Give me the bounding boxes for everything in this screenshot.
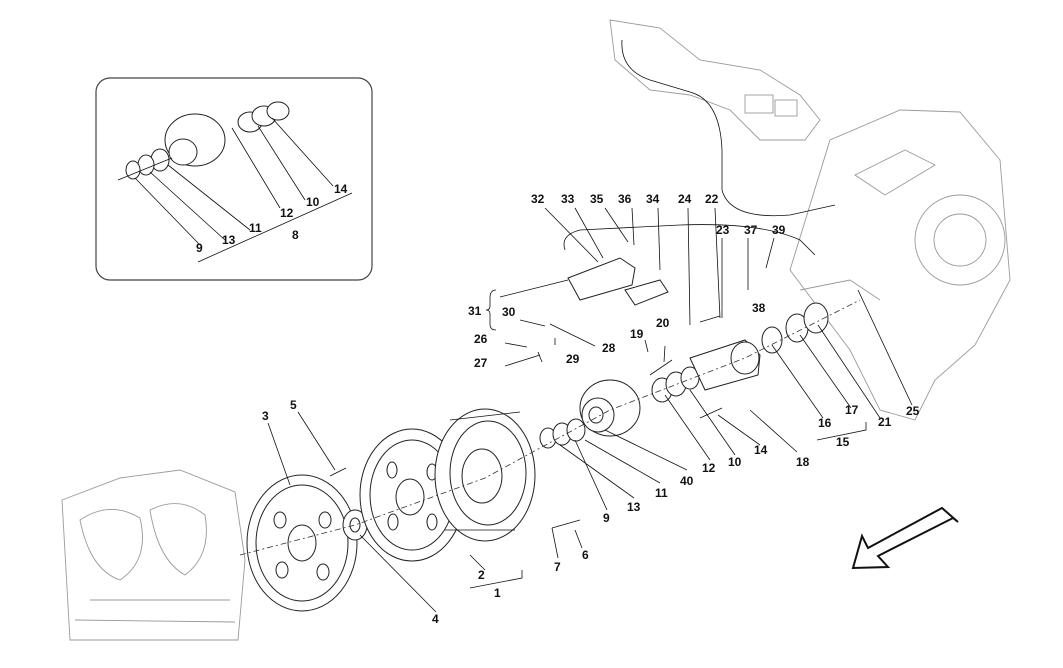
svg-text:13: 13 [222,233,236,247]
bracket-31 [485,289,497,331]
svg-text:29: 29 [566,352,580,366]
inset-detail-box [95,77,373,281]
svg-text:21: 21 [878,415,892,429]
svg-text:4: 4 [432,612,439,626]
bolts [329,315,723,529]
svg-text:31: 31 [468,304,482,318]
svg-text:27: 27 [474,356,488,370]
svg-text:17: 17 [845,403,859,417]
release-rings-set [539,418,586,449]
hydraulic-pipe [621,39,836,217]
centre-axis [239,299,861,556]
gearbox-housing-outline [789,109,1011,421]
svg-text:24: 24 [678,192,692,206]
actuator-bracket-outline [609,19,821,141]
svg-text:25: 25 [906,404,920,418]
flywheel-ring-gear [246,474,358,612]
svg-text:8: 8 [292,228,299,242]
svg-text:34: 34 [646,192,660,206]
hydraulic-pipe-lower [563,224,816,256]
o-rings [761,302,829,354]
svg-text:10: 10 [306,195,320,209]
svg-text:11: 11 [655,486,668,500]
svg-text:33: 33 [561,192,575,206]
svg-text:32: 32 [531,192,545,206]
svg-text:7: 7 [554,560,561,574]
svg-text:9: 9 [603,511,610,525]
svg-text:13: 13 [627,500,641,514]
svg-text:9: 9 [196,241,203,255]
svg-text:37: 37 [744,223,758,237]
svg-text:10: 10 [728,455,742,469]
svg-text:26: 26 [474,332,488,346]
release-bearing [579,379,641,437]
bracket-1 [469,570,523,589]
direction-arrow [851,506,959,570]
spacer-plate [342,509,368,541]
bearing-spacer-rings [651,366,700,403]
svg-text:5: 5 [290,398,297,412]
svg-text:38: 38 [752,301,766,315]
pressure-plate-cover [434,408,536,542]
bracket-15 [816,422,867,441]
svg-text:30: 30 [502,305,516,319]
svg-text:15: 15 [836,435,850,449]
inset-callouts: 9 13 11 12 10 14 8 [196,182,348,255]
svg-text:39: 39 [772,223,786,237]
svg-text:18: 18 [796,455,810,469]
leader-lines [267,207,913,613]
svg-text:28: 28 [602,341,616,355]
svg-text:14: 14 [754,443,768,457]
main-callouts: 32 33 35 36 34 24 22 23 37 39 38 31 30 2… [262,192,920,626]
svg-text:16: 16 [818,416,832,430]
svg-text:11: 11 [249,221,262,235]
svg-text:19: 19 [630,327,644,341]
svg-text:20: 20 [656,316,670,330]
svg-text:1: 1 [494,586,501,600]
svg-text:40: 40 [680,474,694,488]
svg-text:22: 22 [705,192,719,206]
svg-text:12: 12 [702,461,716,475]
engine-block-outline [61,469,246,641]
svg-text:3: 3 [262,409,269,423]
svg-text:12: 12 [280,206,294,220]
svg-text:23: 23 [716,223,730,237]
svg-text:6: 6 [582,548,589,562]
svg-text:36: 36 [618,192,632,206]
slave-cylinder [689,339,761,391]
svg-text:14: 14 [334,182,348,196]
svg-text:2: 2 [478,568,485,582]
bleed-valve-bracket [567,257,669,306]
svg-text:35: 35 [590,192,604,206]
